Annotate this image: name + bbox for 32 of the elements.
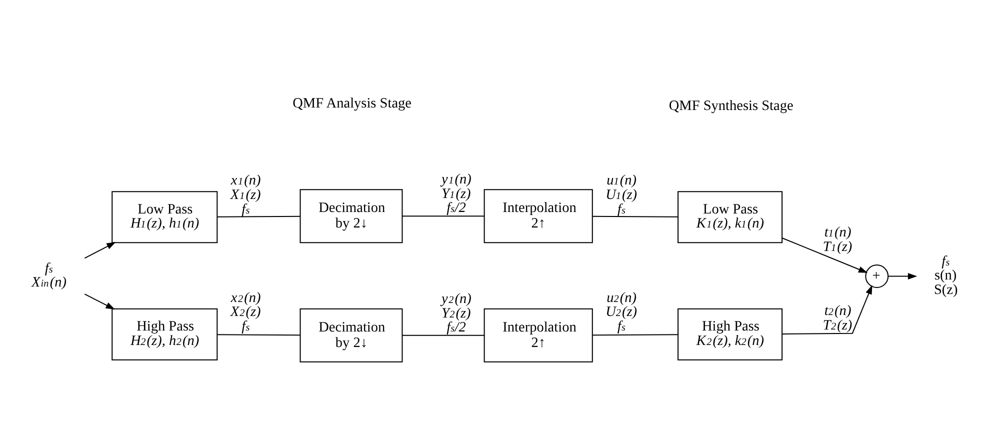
connector — [592, 215, 678, 217]
node-box: High Pass H2(z), h2(n) — [111, 308, 218, 360]
edge-label: y1(n) Y1(z) fs/2 — [440, 171, 471, 216]
node-box: High Pass K2(z), k2(n) — [677, 308, 782, 360]
edge-label: t2(n) T2(z) — [822, 302, 852, 333]
edge-label: u1(n) U1(z) fs — [605, 172, 637, 217]
connector — [402, 215, 484, 216]
node-text: fs Xin(n) — [31, 260, 66, 290]
node-box: Interpolation 2↑ — [483, 188, 592, 243]
arrow — [84, 293, 114, 310]
node-box: Low Pass K1(z), k1(n) — [677, 190, 782, 243]
edge-label: y2(n) Y2(z) fs/2 — [440, 290, 471, 336]
edge-label: x1(n) X1(z) fs — [230, 172, 260, 217]
connector — [592, 334, 678, 336]
node-box: Interpolation 2↑ — [483, 308, 592, 362]
arrow — [84, 241, 116, 258]
connector — [217, 334, 300, 336]
node-box: Low Pass H1(z), h1(n) — [111, 190, 218, 243]
label: QMF Analysis Stage — [292, 95, 411, 112]
arrow — [781, 237, 868, 272]
arrow — [888, 272, 917, 279]
connector — [217, 215, 300, 217]
node-box: Decimation by 2↓ — [299, 188, 402, 243]
node-text: fs s(n) S(z) — [933, 252, 958, 298]
arrow — [782, 284, 872, 334]
node-circle: + — [864, 264, 888, 288]
edge-label: t1(n) T1(z) — [822, 224, 852, 254]
label: QMF Synthesis Stage — [668, 97, 793, 114]
edge-label: x2(n) X2(z) fs — [230, 289, 260, 334]
node-box: Decimation by 2↓ — [299, 308, 402, 362]
connector — [402, 334, 484, 336]
edge-label: u2(n) U2(z) fs — [605, 289, 637, 334]
